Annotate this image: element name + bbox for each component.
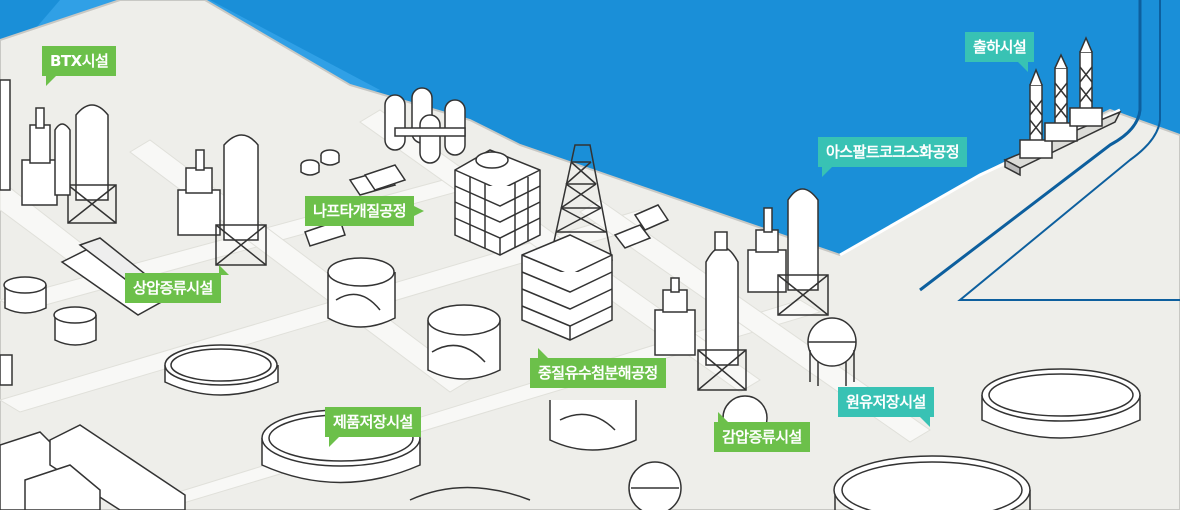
label-btx-facility: BTX시설 [42,46,117,86]
label-pointer [414,206,425,216]
lower-left-buildings [0,354,186,510]
label-crude-storage: 원유저장시설 [838,387,934,427]
label-pointer [919,417,930,427]
label-naphtha-reforming-text: 나프타개질공정 [313,202,407,220]
label-product-storage: 제품저장시설 [325,407,421,447]
label-pointer [329,437,339,447]
small-buildings [613,204,670,249]
label-pointer [46,76,56,86]
vacuum-distillation-unit [654,231,747,391]
label-pointer [822,167,832,177]
label-asphalt-coking-text: 아스팔트코크스화공정 [826,143,960,161]
asphalt-coking-unit [747,188,829,316]
label-pointer [1018,62,1029,72]
label-naphtha-reforming: 나프타개질공정 [305,196,425,226]
reactor-structure [454,149,541,256]
label-crude-storage-text: 원유저장시설 [846,393,926,411]
label-btx-facility-text: BTX시설 [50,52,109,70]
label-heavy-oil-hydrocracking: 중질유수첨분해공정 [530,348,666,388]
shipping-facility [1003,36,1122,177]
naphtha-reforming-unit [300,87,466,247]
label-vacuum-distillation-text: 감압증류시설 [722,428,802,446]
medium-tanks [327,257,637,451]
label-vacuum-distillation: 감압증류시설 [714,412,810,452]
label-asphalt-coking: 아스팔트코크스화공정 [818,137,968,177]
floating-roof-tanks [164,344,1141,510]
small-tanks-left [3,276,97,346]
label-pointer [538,348,548,358]
label-pointer [218,265,229,275]
label-atmospheric-distillation: 상압증류시설 [125,265,229,303]
label-product-storage-text: 제품저장시설 [333,413,413,431]
hydrocracking-tower [521,144,613,341]
label-shipping-facility-text: 출하시설 [973,38,1027,56]
btx-facility [0,79,117,224]
label-heavy-oil-hydrocracking-text: 중질유수첨분해공정 [538,364,658,382]
label-atmospheric-distillation-text: 상압증류시설 [133,279,213,297]
pipeline-line-2 [957,0,1180,301]
label-shipping-facility: 출하시설 [965,32,1035,72]
label-pointer [718,412,728,422]
pipeline-line [919,0,1142,292]
